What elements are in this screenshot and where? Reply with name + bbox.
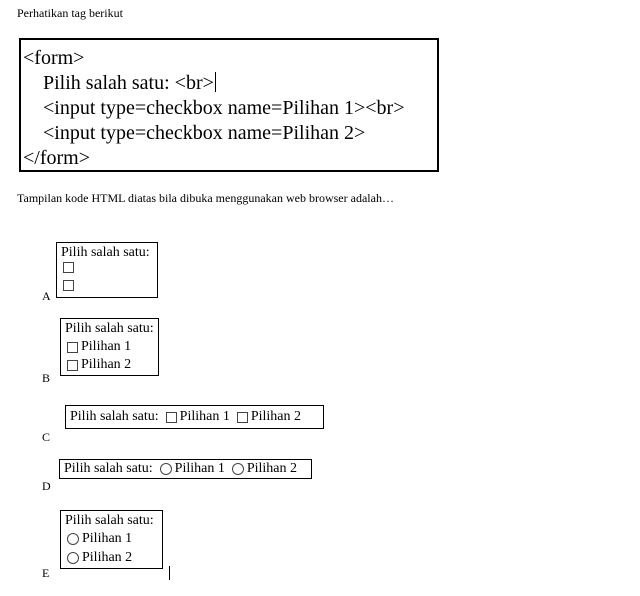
option-c-preview[interactable]: Pilih salah satu: Pilihan 1 Pilihan 2 (65, 405, 324, 429)
code-line-label-text: Pilih salah satu: <br> (43, 72, 214, 94)
radio-icon (231, 463, 244, 475)
checkbox-icon (236, 411, 248, 423)
intro-text: Perhatikan tag berikut (17, 6, 123, 20)
option-c-letter: C (42, 430, 51, 444)
option-d-letter: D (42, 479, 51, 493)
option-a-label: Pilih salah satu: (61, 245, 150, 260)
option-c-item-2: Pilihan 2 (250, 409, 302, 424)
option-c-item-1: Pilihan 1 (179, 409, 230, 424)
text-cursor-icon (214, 72, 216, 92)
text-cursor-icon (169, 566, 170, 580)
radio-icon (67, 533, 79, 545)
option-e-item-1: Pilihan 1 (82, 531, 133, 546)
option-b-label: Pilih salah satu: (65, 321, 154, 336)
option-b-preview[interactable]: Pilih salah satu: Pilihan 1 Pilihan 2 (60, 318, 159, 376)
question-text: Tampilan kode HTML diatas bila dibuka me… (17, 191, 394, 205)
option-d-item-1: Pilihan 1 (174, 461, 225, 476)
checkbox-icon (63, 280, 74, 291)
code-line-form-open: <form> (23, 47, 85, 69)
checkbox-icon (63, 262, 74, 273)
option-a-preview[interactable]: Pilih salah satu: (56, 242, 158, 298)
option-d-label: Pilih salah satu: (64, 461, 153, 476)
code-line-form-close: </form> (23, 147, 90, 169)
option-b-letter: B (42, 371, 51, 385)
option-a-letter: A (42, 289, 51, 303)
code-line-label: Pilih salah satu: <br> (43, 71, 216, 95)
option-e-item-2: Pilihan 2 (82, 550, 133, 565)
code-line-checkbox-1: <input type=checkbox name=Pilihan 1><br> (43, 97, 405, 119)
option-b-item-1: Pilihan 1 (81, 339, 132, 354)
code-line-checkbox-2: <input type=checkbox name=Pilihan 2> (43, 122, 366, 144)
checkbox-icon (165, 411, 177, 423)
option-e-label: Pilih salah satu: (65, 513, 154, 528)
option-c-label: Pilih salah satu: (70, 409, 159, 424)
checkbox-icon (67, 359, 78, 371)
checkbox-icon (67, 341, 78, 353)
radio-icon (159, 463, 172, 475)
radio-icon (67, 552, 79, 564)
option-d-item-2: Pilihan 2 (246, 461, 298, 476)
option-e-preview[interactable]: Pilih salah satu: Pilihan 1 Pilihan 2 (60, 510, 163, 569)
code-box: <form> Pilih salah satu: <br> <input typ… (19, 38, 439, 172)
option-e-letter: E (42, 566, 50, 580)
option-d-preview[interactable]: Pilih salah satu: Pilihan 1 Pilihan 2 (59, 459, 312, 479)
option-b-item-2: Pilihan 2 (81, 357, 132, 372)
